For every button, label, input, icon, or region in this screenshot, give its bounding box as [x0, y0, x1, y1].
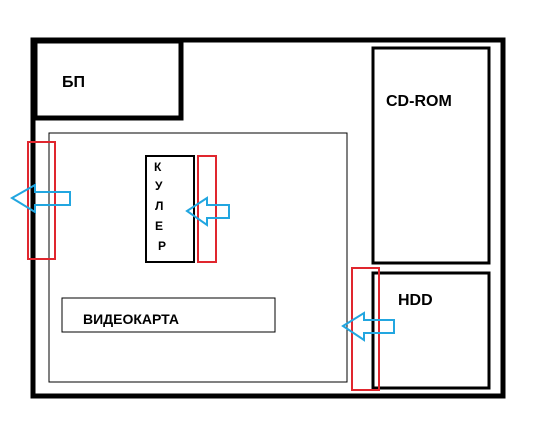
left-arrow-icon [185, 196, 230, 227]
cooler-letter: Л [155, 199, 163, 213]
cooler-letter: У [155, 179, 163, 193]
left-arrow-icon [10, 183, 71, 214]
psu-label: БП [62, 74, 85, 91]
cdrom-label: CD-ROM [386, 93, 452, 110]
hdd-fan-highlight [351, 267, 380, 391]
psu-box [32, 38, 184, 121]
gpu-box [61, 297, 276, 333]
cooler-letter: К [154, 160, 162, 174]
hdd-box [371, 271, 491, 390]
cooler-letter: Р [158, 239, 166, 253]
hdd-label: HDD [398, 292, 433, 309]
cooler-letter: Е [155, 219, 163, 233]
left-arrow-icon [341, 311, 395, 342]
gpu-label: ВИДЕОКАРТА [83, 311, 179, 327]
rear-fan-highlight [27, 141, 56, 260]
case-outline [30, 37, 506, 399]
cdrom-box [371, 46, 491, 265]
motherboard-box [48, 132, 348, 383]
cooler-box [145, 155, 195, 263]
cooler-highlight [197, 155, 217, 263]
